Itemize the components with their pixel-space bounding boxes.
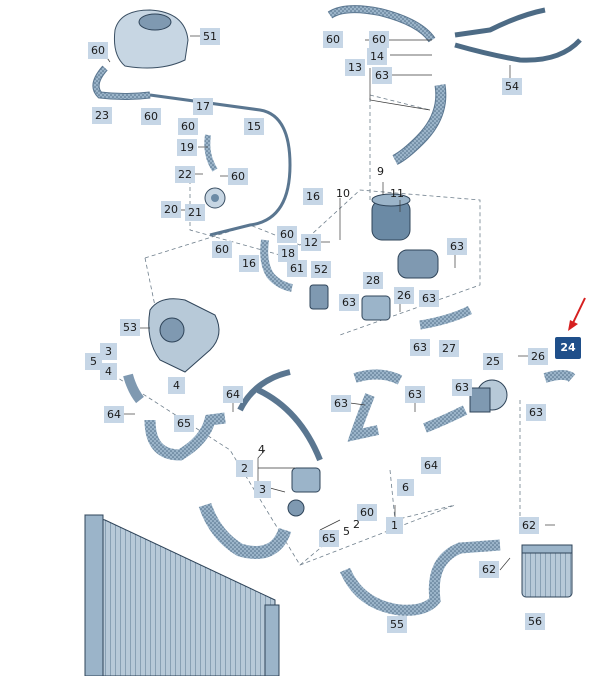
- callout-63[interactable]: 63: [405, 386, 425, 403]
- pipe-54: [454, 7, 582, 63]
- hose-27: [419, 305, 473, 330]
- callout-60[interactable]: 60: [178, 118, 198, 135]
- callout-15[interactable]: 15: [244, 118, 264, 135]
- callout-65[interactable]: 65: [319, 530, 339, 547]
- hose-55: [339, 539, 501, 616]
- callout-27[interactable]: 27: [439, 340, 459, 357]
- callout-62[interactable]: 62: [519, 517, 539, 534]
- hose-63-right: [423, 370, 576, 433]
- callout-12[interactable]: 12: [301, 234, 321, 251]
- callout-17[interactable]: 17: [193, 98, 213, 115]
- callout-60[interactable]: 60: [228, 168, 248, 185]
- callout-63[interactable]: 63: [339, 294, 359, 311]
- callout-65[interactable]: 65: [174, 415, 194, 432]
- callout-55[interactable]: 55: [387, 616, 407, 633]
- callout-53[interactable]: 53: [120, 319, 140, 336]
- callout-56[interactable]: 56: [525, 613, 545, 630]
- callout-62[interactable]: 62: [479, 561, 499, 578]
- callout-19[interactable]: 19: [177, 139, 197, 156]
- hose-65a: [144, 412, 226, 461]
- hose-middle: [347, 369, 403, 442]
- callout-60[interactable]: 60: [369, 31, 389, 48]
- callout-60[interactable]: 60: [141, 108, 161, 125]
- flange-21: [204, 187, 226, 209]
- callout-60[interactable]: 60: [88, 42, 108, 59]
- hose-65b: [198, 502, 292, 559]
- callout-60[interactable]: 60: [212, 241, 232, 258]
- valve-11: [371, 193, 411, 241]
- callout-54[interactable]: 54: [502, 78, 522, 95]
- callout-60[interactable]: 60: [277, 226, 297, 243]
- hose-18: [260, 239, 293, 292]
- callout-21[interactable]: 21: [185, 204, 205, 221]
- callout-60[interactable]: 60: [357, 504, 377, 521]
- pointer-arrow: [568, 297, 586, 331]
- callout-63[interactable]: 63: [331, 395, 351, 412]
- callout-26[interactable]: 26: [528, 348, 548, 365]
- label-5[interactable]: 5: [343, 525, 350, 538]
- callout-61[interactable]: 61: [287, 260, 307, 277]
- label-2[interactable]: 2: [353, 518, 360, 531]
- aux-pump: [361, 249, 439, 321]
- fitting-4: [123, 373, 144, 404]
- callout-52[interactable]: 52: [311, 261, 331, 278]
- callout-51[interactable]: 51: [200, 28, 220, 45]
- label-4[interactable]: 4: [258, 443, 265, 456]
- callout-3[interactable]: 3: [100, 343, 117, 360]
- callout-63[interactable]: 63: [526, 404, 546, 421]
- thermostat-housing: [287, 467, 321, 517]
- callout-23[interactable]: 23: [92, 107, 112, 124]
- callout-13[interactable]: 13: [345, 59, 365, 76]
- callout-60[interactable]: 60: [323, 31, 343, 48]
- callout-20[interactable]: 20: [161, 201, 181, 218]
- callout-2[interactable]: 2: [236, 460, 253, 477]
- callout-63[interactable]: 63: [452, 379, 472, 396]
- callout-4[interactable]: 4: [100, 363, 117, 380]
- callout-28[interactable]: 28: [363, 272, 383, 289]
- highlighted-callout-24[interactable]: 24: [555, 337, 581, 359]
- callout-64[interactable]: 64: [223, 386, 243, 403]
- callout-18[interactable]: 18: [278, 245, 298, 262]
- callout-63[interactable]: 63: [372, 67, 392, 84]
- coolant-pump-53: [148, 298, 220, 373]
- pump-25: [469, 379, 508, 413]
- callout-16[interactable]: 16: [239, 255, 259, 272]
- hose-19: [204, 134, 218, 172]
- callout-1[interactable]: 1: [386, 517, 403, 534]
- callout-63[interactable]: 63: [410, 339, 430, 356]
- callout-63[interactable]: 63: [447, 238, 467, 255]
- label-11[interactable]: 11: [390, 187, 404, 200]
- callout-16[interactable]: 16: [303, 188, 323, 205]
- radiator: [84, 514, 280, 676]
- oil-cooler-56: [521, 544, 573, 598]
- callout-6[interactable]: 6: [397, 479, 414, 496]
- label-10[interactable]: 10: [336, 187, 350, 200]
- expansion-tank: [114, 9, 189, 69]
- hose-64: [237, 369, 323, 462]
- callout-5[interactable]: 5: [85, 353, 102, 370]
- sensor-52: [309, 284, 329, 310]
- callout-64[interactable]: 64: [421, 457, 441, 474]
- callout-14[interactable]: 14: [367, 48, 387, 65]
- callout-22[interactable]: 22: [175, 166, 195, 183]
- callout-25[interactable]: 25: [483, 353, 503, 370]
- callout-26[interactable]: 26: [394, 287, 414, 304]
- callout-3[interactable]: 3: [254, 481, 271, 498]
- callout-64[interactable]: 64: [104, 406, 124, 423]
- label-9[interactable]: 9: [377, 165, 384, 178]
- callout-4[interactable]: 4: [168, 377, 185, 394]
- callout-63[interactable]: 63: [419, 290, 439, 307]
